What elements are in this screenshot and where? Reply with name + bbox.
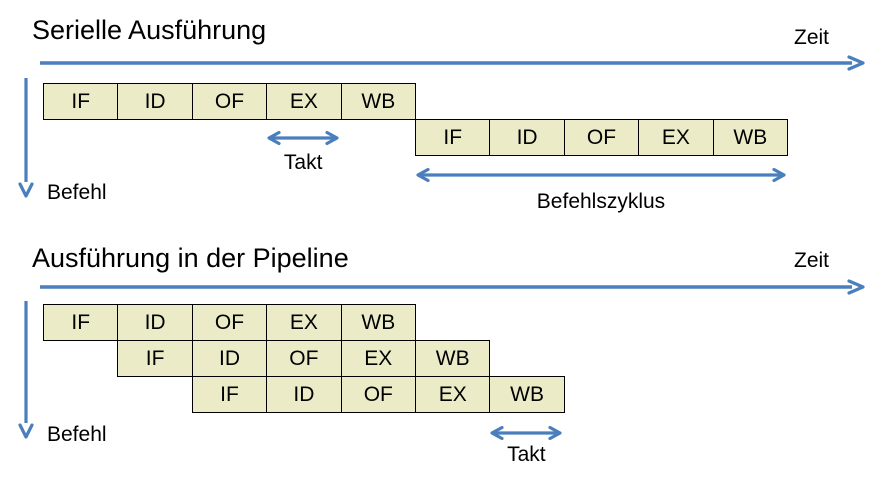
pipeline-stage-cell: WB xyxy=(415,340,491,377)
pipeline-stage-cell: IF xyxy=(43,83,119,120)
pipeline-stage-cell: OF xyxy=(191,83,268,120)
pipeline-stage-cell: ID xyxy=(489,119,565,156)
pipeline-stage-cell: EX xyxy=(415,376,491,413)
pipeline-stage-cell: ID xyxy=(266,376,342,413)
befehl-arrow xyxy=(18,78,34,198)
section-title: Serielle Ausführung xyxy=(32,15,267,45)
pipeline-stage-cell: IF xyxy=(191,376,268,413)
pipeline-stage-cell: EX xyxy=(266,304,342,341)
pipeline-stage-cell: ID xyxy=(117,304,193,341)
befehlszyklus-range-arrow xyxy=(416,167,786,183)
befehl-label: Befehl xyxy=(47,181,107,204)
pipeline-stage-cell: WB xyxy=(712,119,788,156)
zeit-label: Zeit xyxy=(794,26,830,49)
pipeline-stage-cell: OF xyxy=(266,340,342,377)
befehlszyklus-label: Befehlszyklus xyxy=(536,190,666,213)
pipeline-stage-cell: WB xyxy=(340,304,416,341)
takt-range-arrow xyxy=(490,425,562,441)
takt-label: Takt xyxy=(283,151,323,174)
zeit-label: Zeit xyxy=(794,249,830,272)
zeit-arrow xyxy=(40,55,865,71)
pipeline-stage-cell: OF xyxy=(563,119,640,156)
takt-range-arrow xyxy=(267,130,339,146)
pipeline-stage-cell: ID xyxy=(117,83,193,120)
befehl-label: Befehl xyxy=(47,423,107,446)
zeit-arrow xyxy=(40,279,865,295)
pipeline-stage-cell: OF xyxy=(191,304,268,341)
pipeline-stage-cell: ID xyxy=(191,340,268,377)
pipeline-stage-cell: WB xyxy=(340,83,416,120)
section-title: Ausführung in der Pipeline xyxy=(32,243,349,273)
pipeline-stage-cell: WB xyxy=(489,376,565,413)
pipeline-stage-cell: EX xyxy=(638,119,714,156)
pipeline-stage-cell: IF xyxy=(43,304,119,341)
pipeline-stage-cell: EX xyxy=(266,83,342,120)
pipeline-stage-cell: IF xyxy=(415,119,491,156)
pipeline-stage-cell: OF xyxy=(340,376,416,413)
pipeline-stage-cell: IF xyxy=(117,340,193,377)
pipeline-stage-cell: EX xyxy=(340,340,416,377)
takt-label: Takt xyxy=(507,443,546,466)
befehl-arrow xyxy=(18,301,34,439)
